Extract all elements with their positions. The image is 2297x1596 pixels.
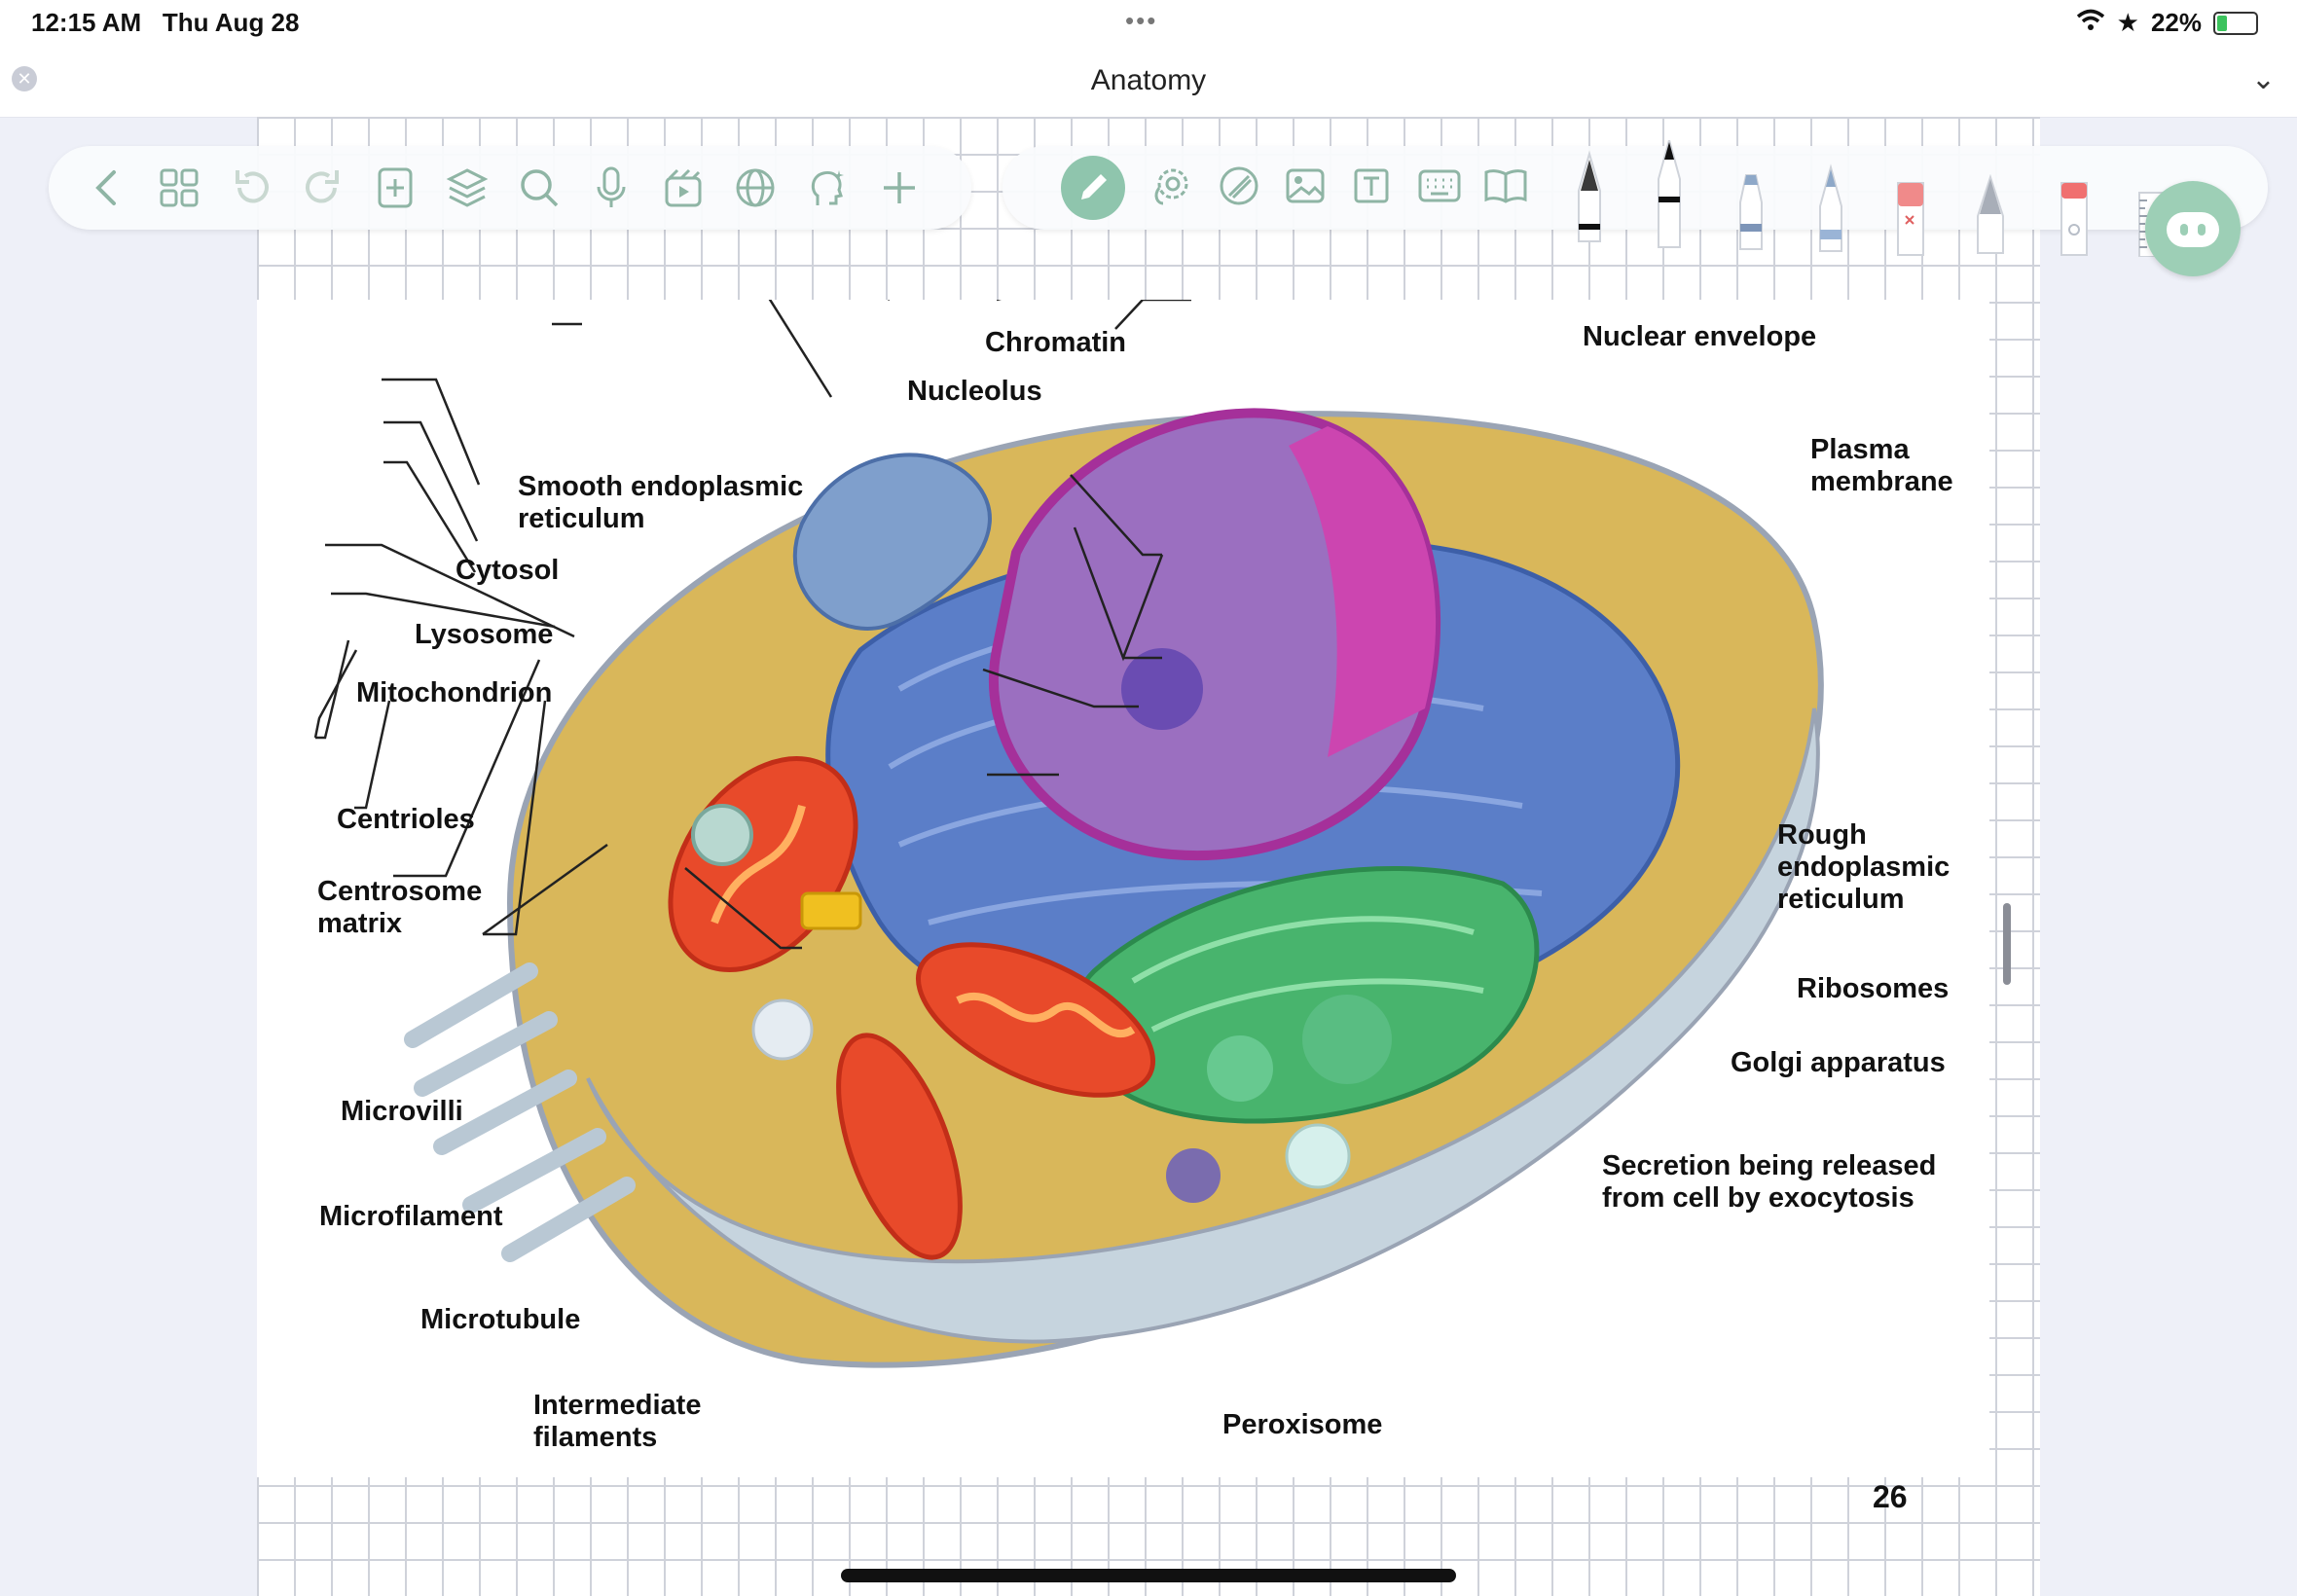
document-title[interactable]: Anatomy (1090, 64, 1207, 96)
label-rough-er-line1: Rough (1777, 819, 1867, 851)
eraser-tool-icon[interactable] (1892, 140, 1929, 257)
image-icon[interactable] (1277, 158, 1333, 214)
label-smooth-er-line1: Smooth endoplasmic (518, 471, 804, 502)
laser-pointer-tool-icon[interactable] (2056, 140, 2093, 257)
label-ribosomes: Ribosomes (1797, 973, 1950, 1004)
label-centrioles: Centrioles (337, 804, 475, 835)
label-centrosome-line2: matrix (317, 908, 403, 939)
robot-face-icon (2167, 212, 2219, 247)
label-peroxisome: Peroxisome (1222, 1409, 1383, 1440)
label-microtubule: Microtubule (420, 1304, 581, 1335)
fountain-pen-tool-icon[interactable] (1571, 140, 1608, 257)
chevron-down-icon[interactable]: ⌄ (2250, 63, 2276, 95)
undo-icon[interactable] (222, 159, 280, 217)
label-rough-er-line3: reticulum (1777, 884, 1905, 915)
label-golgi-apparatus: Golgi apparatus (1731, 1047, 1946, 1078)
label-intermediate-line1: Intermediate (533, 1390, 702, 1421)
layers-icon[interactable] (438, 159, 496, 217)
shape-pen-tool-icon[interactable] (1972, 140, 2009, 257)
label-mitochondrion: Mitochondrion (356, 677, 553, 708)
title-bar: ✕ Anatomy ⌄ (0, 47, 2297, 118)
home-indicator[interactable] (841, 1569, 1456, 1582)
label-cytosol: Cytosol (456, 555, 560, 586)
toolbar (49, 136, 2268, 258)
pen-icon[interactable] (1061, 156, 1125, 220)
toolbar-right-group (1003, 136, 2268, 258)
plus-icon[interactable] (870, 159, 929, 217)
book-icon[interactable] (1477, 158, 1534, 214)
label-secretion-line1: Secretion being released (1602, 1150, 1937, 1181)
label-secretion: Secretion being released from cell by ex… (1602, 1150, 1936, 1215)
status-date: Thu Aug 28 (162, 8, 300, 37)
ai-assistant-button[interactable] (2145, 181, 2241, 276)
status-right: ★ 22% (2076, 8, 2258, 38)
label-smooth-er-line2: reticulum (518, 503, 645, 534)
highlighter-icon[interactable] (1211, 158, 1267, 214)
label-lysosome: Lysosome (415, 619, 554, 650)
label-plasma-membrane: Plasma membrane (1810, 434, 1953, 498)
label-centrosome-line1: Centrosome (317, 876, 483, 907)
media-icon[interactable] (654, 159, 712, 217)
close-icon[interactable]: ✕ (12, 66, 37, 91)
text-box-icon[interactable] (1343, 158, 1400, 214)
cell-diagram (257, 222, 1989, 1477)
cell-illustration (313, 222, 1824, 1368)
keyboard-icon[interactable] (1411, 158, 1468, 214)
label-microfilament: Microfilament (319, 1201, 503, 1232)
label-nucleolus: Nucleolus (907, 376, 1042, 407)
scrollbar-thumb[interactable] (2003, 903, 2011, 985)
label-smooth-er: Smooth endoplasmic reticulum (518, 471, 803, 535)
label-rough-er: Rough endoplasmic reticulum (1777, 819, 1950, 916)
label-secretion-line2: from cell by exocytosis (1602, 1182, 1914, 1214)
pencil-tool-icon[interactable] (1812, 140, 1849, 257)
microphone-icon[interactable] (582, 159, 640, 217)
label-nuclear-envelope: Nuclear envelope (1583, 321, 1817, 352)
page-number: 26 (1873, 1479, 1908, 1514)
marker-tool-icon[interactable] (1732, 140, 1769, 257)
lasso-icon[interactable] (1143, 158, 1199, 214)
back-icon[interactable] (78, 159, 136, 217)
multitask-dots[interactable]: ••• (1125, 6, 1158, 35)
label-microvilli: Microvilli (341, 1096, 463, 1127)
battery-percent: 22% (2150, 8, 2202, 37)
redo-icon[interactable] (294, 159, 352, 217)
search-icon[interactable] (510, 159, 568, 217)
add-page-icon[interactable] (366, 159, 424, 217)
star-icon: ★ (2116, 8, 2139, 37)
label-chromatin: Chromatin (985, 327, 1126, 358)
label-intermediate-line2: filaments (533, 1422, 658, 1453)
label-centrosome-matrix: Centrosome matrix (317, 876, 482, 940)
wifi-icon (2076, 8, 2105, 38)
ai-head-icon[interactable] (798, 159, 857, 217)
toolbar-left-group (49, 146, 971, 230)
ballpoint-pen-tool-icon[interactable] (1651, 136, 1688, 257)
status-bar: 12:15 AM Thu Aug 28 ••• ★ 22% (0, 0, 2297, 47)
label-intermediate-filaments: Intermediate filaments (533, 1390, 701, 1454)
status-time: 12:15 AM Thu Aug 28 (31, 8, 300, 37)
grid-icon[interactable] (150, 159, 208, 217)
label-plasma-line1: Plasma (1810, 434, 1910, 465)
label-plasma-line2: membrane (1810, 466, 1953, 497)
battery-icon (2213, 11, 2258, 35)
label-rough-er-line2: endoplasmic (1777, 852, 1951, 883)
globe-icon[interactable] (726, 159, 784, 217)
